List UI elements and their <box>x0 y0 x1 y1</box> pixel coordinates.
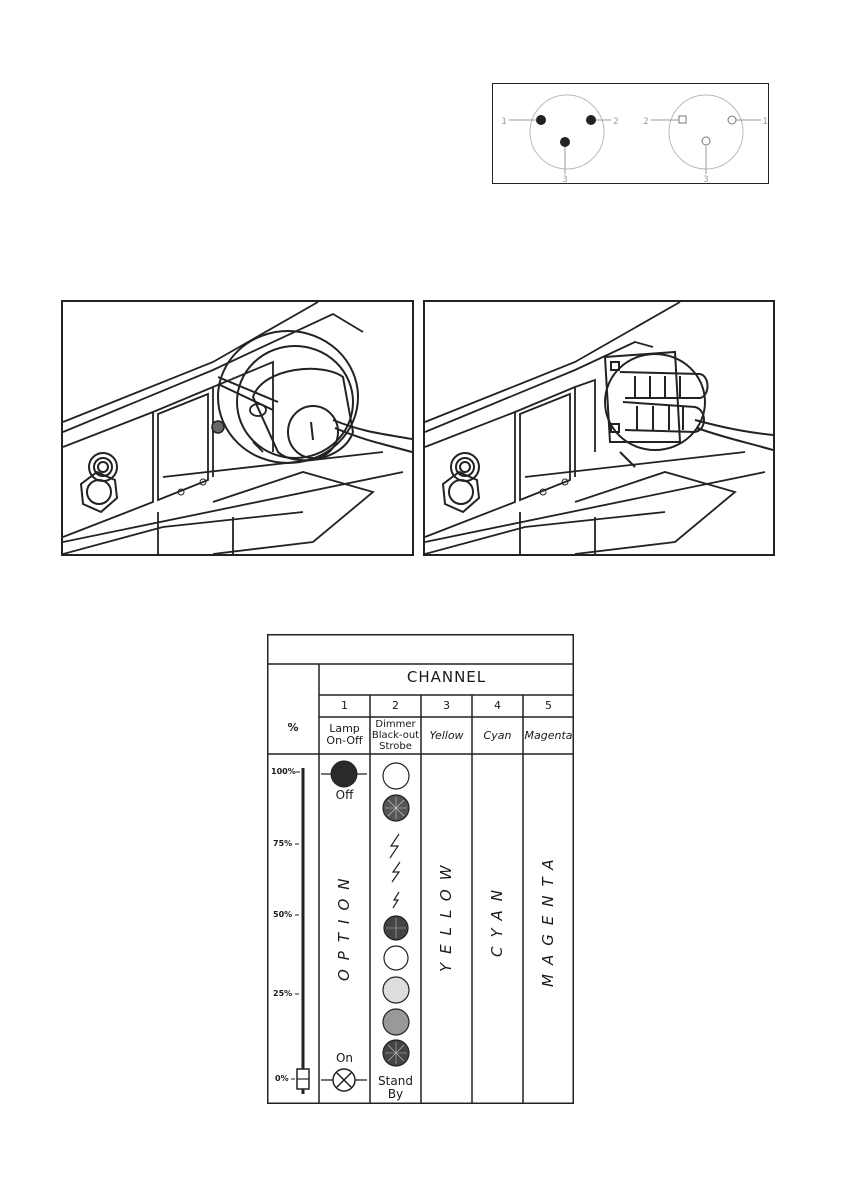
cyan-vertical-label: CYAN <box>488 874 508 964</box>
scale-0: 0% <box>275 1074 289 1083</box>
xlr-male-pin-3 <box>560 137 570 147</box>
channel-2-name-line-3: Strobe <box>370 741 421 752</box>
xlr-male-label-2: 2 <box>613 117 618 127</box>
strobe-slow-icon <box>393 892 399 908</box>
xlr-pinout-diagram: 1 2 3 2 1 3 <box>492 83 769 184</box>
xlr-male-label-3: 3 <box>562 175 567 183</box>
channel-5-name: Magenta <box>523 730 574 742</box>
connector-closed-illustration <box>61 300 414 556</box>
xlr-female-pin-2 <box>679 116 686 123</box>
percent-label: % <box>267 722 319 734</box>
screw-icon <box>212 421 224 433</box>
dimmer-dotted-circle-1 <box>383 977 409 1003</box>
channel-header: CHANNEL <box>319 668 574 686</box>
xlr-male-label-1: 1 <box>501 117 506 127</box>
channel-4-name: Cyan <box>472 730 523 742</box>
strobe-medium-icon <box>392 862 400 882</box>
channel-3-name: Yellow <box>421 730 472 742</box>
channel-4-number: 4 <box>472 700 523 712</box>
channel-1-name: Lamp On-Off <box>319 723 370 747</box>
scale-50: 50% <box>273 910 292 919</box>
xlr-female-label-3: 3 <box>703 175 708 183</box>
lamp-on-symbol <box>321 1069 367 1091</box>
yellow-vertical-label: YELLOW <box>437 854 457 974</box>
xlr-female-label-2: 2 <box>643 117 648 127</box>
magenta-vertical-label: MAGENTA <box>539 844 559 994</box>
scale-100: 100% <box>271 767 296 776</box>
lamp-on-label: On <box>319 1052 370 1064</box>
channel-2-name-line-2: Black-out <box>370 730 421 741</box>
strobe-fast-icon <box>390 834 399 858</box>
xlr-male-outline <box>530 95 604 169</box>
scale-25: 25% <box>273 989 292 998</box>
channel-2-name-line-1: Dimmer <box>370 719 421 730</box>
xlr-pinout-svg: 1 2 3 2 1 3 <box>493 84 768 183</box>
xlr-male-pin-1 <box>536 115 546 125</box>
connector-open-illustration <box>423 300 775 556</box>
stand-by-line-2: By <box>370 1088 421 1101</box>
channel-3-number: 3 <box>421 700 472 712</box>
blackout-open-circle <box>383 763 409 789</box>
dimmer-rays <box>385 797 407 819</box>
scale-75: 75% <box>273 839 292 848</box>
option-vertical-label: OPTION <box>335 860 355 990</box>
dimmer-dotted-circle-2 <box>383 1009 409 1035</box>
channel-5-number: 5 <box>523 700 574 712</box>
channel-2-number: 2 <box>370 700 421 712</box>
connector-open-drawing <box>425 302 773 554</box>
xlr-male-pin-2 <box>586 115 596 125</box>
dmx-channel-table: CHANNEL % 1 2 3 4 5 Lamp On-Off Dimmer B… <box>267 634 574 1104</box>
channel-1-number: 1 <box>319 700 370 712</box>
stand-by-label: Stand By <box>370 1075 421 1101</box>
blackout-circle <box>384 946 408 970</box>
xlr-female-label-1: 1 <box>762 117 767 127</box>
lamp-off-label: Off <box>319 789 370 801</box>
channel-1-name-line-2: On-Off <box>319 735 370 747</box>
channel-2-name: Dimmer Black-out Strobe <box>370 719 421 752</box>
xlr-female-pin-3 <box>702 137 710 145</box>
lamp-off-symbol <box>321 761 367 787</box>
xlr-female-pin-1 <box>728 116 736 124</box>
connector-closed-drawing <box>63 302 412 554</box>
